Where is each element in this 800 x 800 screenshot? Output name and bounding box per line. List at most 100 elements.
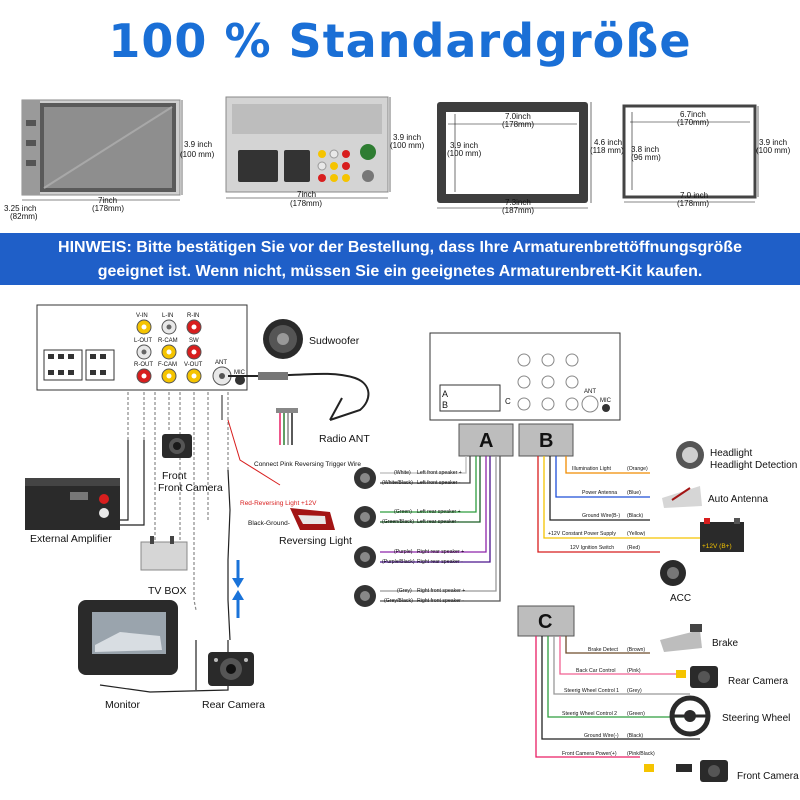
speaker-icon	[354, 467, 376, 607]
trim-frame-large	[437, 102, 592, 209]
port-mic: MIC	[234, 370, 246, 376]
port-r-out: R-OUT	[134, 362, 153, 368]
page-title: 100 % Standardgröße	[108, 14, 692, 68]
dim-unit1-height: 3.9 inch	[184, 140, 212, 149]
acc-label: ACC	[670, 593, 691, 604]
back-port-b: B	[442, 400, 448, 410]
harness-b-label: B	[539, 430, 553, 452]
ignition-key-icon	[660, 560, 686, 586]
pink-trigger-wire-icon	[276, 408, 298, 445]
port-sw: SW	[189, 338, 199, 344]
amplifier-icon	[25, 478, 120, 530]
c-wire-color-2: (Pink)	[627, 668, 641, 674]
notice-banner: HINWEIS: Bitte bestätigen Sie vor der Be…	[0, 233, 800, 285]
c-wire-color-6: (Pink/Black)	[627, 751, 655, 757]
rear-camera-icon	[208, 652, 254, 686]
notice-line-1: HINWEIS: Bitte bestätigen Sie vor der Be…	[58, 239, 742, 256]
dim-unit1-width-mm: (178mm)	[92, 204, 124, 213]
arrow-down-icon	[232, 560, 244, 588]
brake-label: Brake	[712, 638, 739, 649]
c-wire-color-1: (Brown)	[627, 647, 645, 653]
speaker-color-7: (Grey)	[397, 588, 412, 594]
dim-frame2-top-mm: (170mm)	[677, 118, 709, 127]
dim-unit2-width-mm: (178mm)	[290, 199, 322, 208]
dim-unit2-height: 3.9 inch	[393, 133, 421, 142]
reversing-light-label: Reversing Light	[279, 535, 352, 547]
c-wire-label-6: Front Camera Power(+)	[562, 751, 617, 757]
speaker-label-6: Right rear speaker -	[417, 559, 463, 565]
dim-unit2-height-mm: (100 mm)	[390, 141, 425, 150]
port-ant: ANT	[215, 360, 227, 366]
dim-frame2-outer: 3.9 inch	[759, 138, 787, 147]
b-wire-label-3: Ground Wire(B-)	[582, 513, 620, 519]
harness-c-label: C	[538, 611, 552, 633]
dim-frame1-inner-mm: (100 mm)	[447, 149, 482, 158]
dim-unit1-depth-mm: (82mm)	[10, 212, 38, 221]
harness-a-connector	[458, 423, 514, 457]
dim-unit1-depth: 3.25 inch	[4, 204, 36, 213]
reversing-minus-label: Black-Ground-	[248, 520, 290, 527]
speaker-color-5: (Purple)	[394, 549, 413, 555]
port-r-in: R-IN	[187, 313, 199, 319]
headlight-icon	[676, 441, 704, 469]
auto-antenna-icon	[662, 486, 702, 508]
harness-b-connector	[518, 423, 574, 457]
port-v-out: V-OUT	[184, 362, 203, 368]
port-r-cam: R-CAM	[158, 338, 178, 344]
subwoofer-icon	[263, 319, 303, 359]
c-wire-label-4: Steerig Wheel Control 2	[562, 711, 617, 717]
speaker-label-4: Left rear speaker -	[417, 519, 460, 525]
speaker-color-4: (Green/Black)	[382, 519, 414, 525]
amplifier-label: External Amplifier	[30, 533, 112, 545]
reversing-plus-label: Red-Reversing Light +12V	[240, 500, 317, 507]
arrow-up-icon	[232, 590, 244, 618]
battery-label: +12V (B+)	[702, 543, 732, 550]
c-wire-color-5: (Black)	[627, 733, 643, 739]
back-port-c: C	[505, 397, 511, 406]
dim-frame1-top-mm: (178mm)	[502, 120, 534, 129]
back-port-ant: ANT	[584, 389, 596, 395]
dim-frame2-top: 6.7inch	[680, 110, 706, 119]
front-camera-label-2: Front Camera	[158, 482, 223, 494]
brake-pedal-icon	[660, 624, 702, 652]
headlight-label-1: Headlight	[710, 448, 752, 459]
headlight-label-2: Headlight Detection Line	[710, 460, 800, 471]
c-wire-label-5: Ground Wire(-)	[584, 733, 619, 739]
subwoofer-label: Sudwoofer	[309, 335, 360, 347]
b-wire-label-1: Illumination Light	[572, 466, 611, 472]
monitor-icon	[78, 600, 178, 675]
rear-camera-label: Rear Camera	[202, 699, 265, 711]
c-wire-color-3: (Grey)	[627, 688, 642, 694]
harness-c-connector	[517, 605, 575, 637]
notice-line-2: geeignet ist. Wenn nicht, müssen Sie ein…	[97, 263, 703, 280]
b-wire-color-2: (Blue)	[627, 490, 641, 496]
monitor-label: Monitor	[105, 699, 141, 711]
b-wire-color-3: (Black)	[627, 513, 643, 519]
dim-frame2-inner: 3.8 inch	[631, 145, 659, 154]
b-wire-label-4: +12V Constant Power Supply	[548, 531, 616, 537]
front-camera-icon	[162, 434, 192, 458]
front-camera-right-icon	[644, 760, 728, 782]
reversing-light-icon	[290, 508, 335, 530]
b-wire-label-2: Power Antenna	[582, 490, 617, 496]
speaker-color-1: (White)	[394, 470, 411, 476]
dim-frame2-bottom: 7.0 inch	[680, 191, 708, 200]
b-wire-color-4: (Yellow)	[627, 531, 646, 537]
port-f-cam: F-CAM	[158, 362, 177, 368]
speaker-label-1: Left front speaker +	[417, 470, 462, 476]
speaker-color-2: (White/Black)	[382, 480, 413, 486]
back-port-a: A	[442, 389, 448, 399]
tv-box-icon	[140, 536, 188, 571]
tv-box-label: TV BOX	[148, 585, 187, 597]
dim-frame2-inner-mm: (96 mm)	[631, 153, 661, 162]
harness-b-wires	[537, 456, 700, 553]
auto-antenna-label: Auto Antenna	[708, 494, 768, 505]
rear-camera-right-icon	[676, 666, 718, 688]
radio-antenna-icon	[228, 372, 370, 421]
port-l-in: L-IN	[162, 313, 173, 319]
harness-c-wires	[535, 636, 700, 758]
c-wire-color-4: (Green)	[627, 711, 645, 717]
b-wire-label-5: 12V Ignition Switch	[570, 545, 614, 551]
dim-frame1-bottom-mm: (187mm)	[502, 206, 534, 215]
dim-frame2-bottom-mm: (178mm)	[677, 199, 709, 208]
